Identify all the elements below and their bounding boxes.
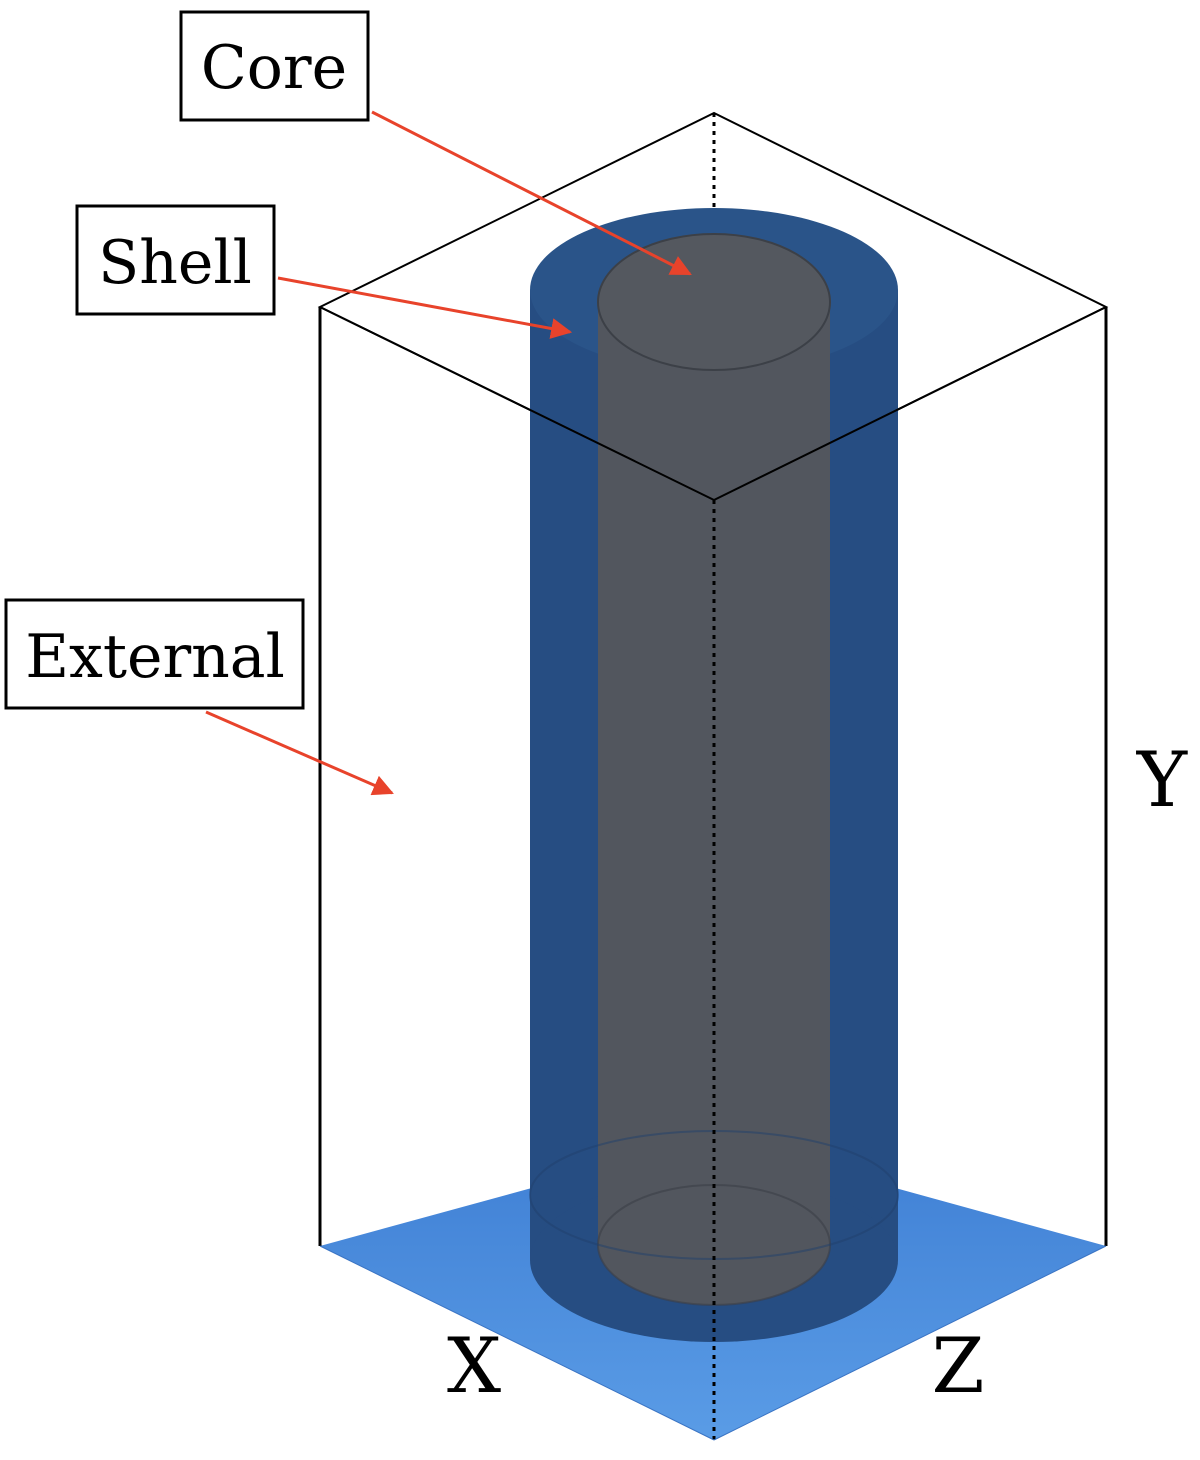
base-right-edge <box>713 1245 1107 1441</box>
core-label-box: Core <box>179 10 370 122</box>
shell-arrow <box>277 276 573 339</box>
base-left-edge <box>319 1245 715 1441</box>
box-front-edge-right <box>713 306 1107 501</box>
external-label: External <box>25 622 285 692</box>
shell-label-box: Shell <box>75 204 276 316</box>
z-axis-label: Z <box>932 1321 985 1410</box>
core-arrow <box>371 110 692 276</box>
external-label-box: External <box>4 598 305 710</box>
shell-label: Shell <box>98 228 252 298</box>
x-axis-label: X <box>447 1321 501 1410</box>
y-axis-label: Y <box>1136 735 1188 824</box>
core-label: Core <box>201 33 347 103</box>
box-front-edge-left <box>319 306 715 501</box>
external-arrow <box>205 710 394 796</box>
